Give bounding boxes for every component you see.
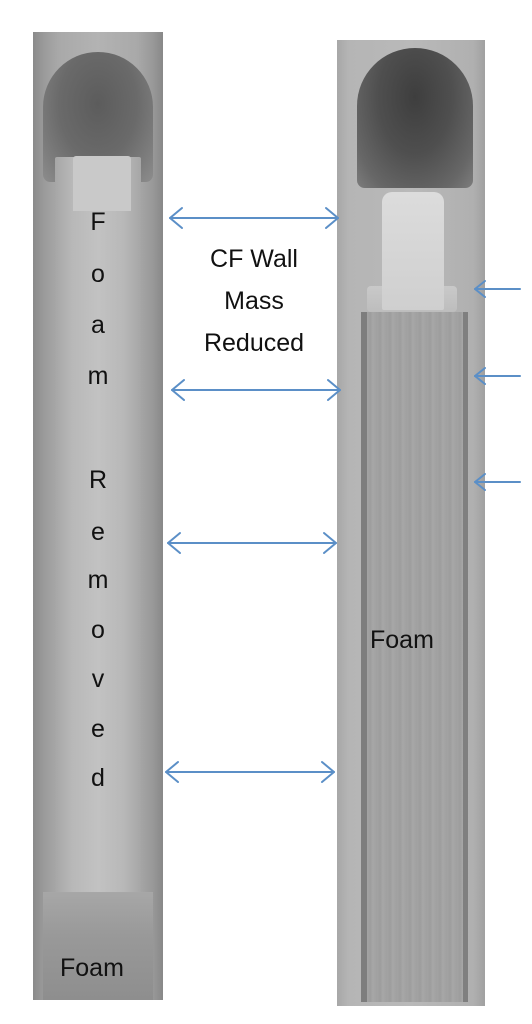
right-plug xyxy=(382,192,444,310)
left-inner-top xyxy=(73,156,131,211)
vertical-letter: e xyxy=(91,715,105,743)
vertical-letter: o xyxy=(91,616,105,644)
center-label-line: CF Wall xyxy=(210,245,298,273)
left-arrow-icon xyxy=(474,280,521,298)
vertical-letter: d xyxy=(91,764,105,792)
left-foam-label: Foam xyxy=(60,954,124,982)
center-label-line: Reduced xyxy=(203,329,305,357)
right-end-cap xyxy=(357,48,473,188)
center-label-line: Mass xyxy=(224,287,284,315)
vertical-letter: v xyxy=(91,665,105,693)
left-foam-region xyxy=(43,892,153,1000)
double-arrow-icon xyxy=(169,207,339,229)
vertical-letter: o xyxy=(91,260,105,288)
left-arrow-icon xyxy=(474,473,521,491)
vertical-letter: F xyxy=(90,208,106,236)
center-annotation: CF Wall Mass Reduced xyxy=(188,238,320,364)
double-arrow-icon xyxy=(171,379,341,401)
right-wall-right xyxy=(463,312,468,1002)
left-inner-cavity xyxy=(55,157,141,937)
vertical-letter: R xyxy=(88,466,108,494)
vertical-letter: a xyxy=(91,311,105,339)
right-xray-tube xyxy=(337,40,485,1006)
right-foam-body xyxy=(367,312,463,1002)
vertical-letter: e xyxy=(91,518,105,546)
left-arrow-icon xyxy=(474,367,521,385)
right-wall-left xyxy=(361,312,367,1002)
double-arrow-icon xyxy=(167,532,337,554)
right-foam-label: Foam xyxy=(370,626,434,654)
vertical-letter: m xyxy=(87,362,109,390)
vertical-letter: m xyxy=(87,566,109,594)
double-arrow-icon xyxy=(165,761,335,783)
left-xray-tube xyxy=(33,32,163,1000)
